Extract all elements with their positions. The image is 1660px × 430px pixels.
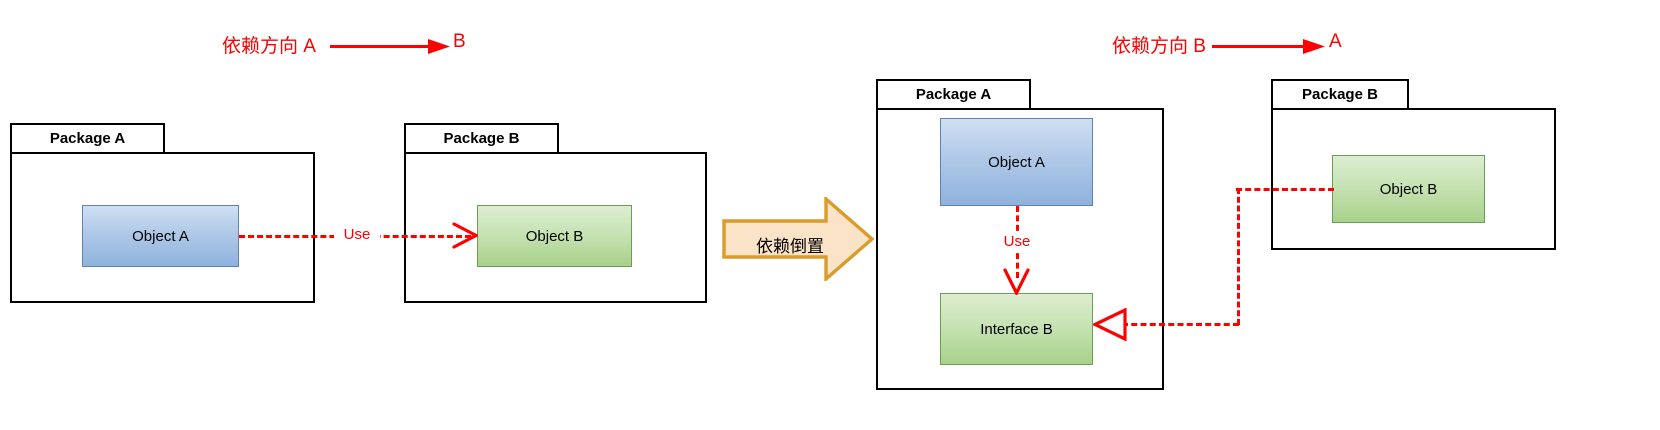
left-direction-arrow-line <box>330 45 435 48</box>
dependency-inversion-text: 依赖倒置 <box>756 236 824 256</box>
right-package-b-tab: Package B <box>1271 79 1409 110</box>
left-use-dependency-text: Use <box>343 226 371 243</box>
right-object-b-label: Object B <box>1379 180 1438 198</box>
left-direction-arrowhead <box>428 36 450 57</box>
right-use-dependency-arrowhead <box>1003 268 1030 297</box>
right-dependency-direction-text: 依赖方向 B <box>1112 36 1206 57</box>
left-package-b-tab: Package B <box>404 123 559 154</box>
dependency-inversion-label: 依赖倒置 <box>742 229 838 259</box>
left-object-b-label: Object B <box>525 227 584 245</box>
right-package-b-tab-label: Package B <box>1302 86 1378 103</box>
right-interface-b-box: Interface B <box>940 293 1093 365</box>
right-direction-arrowhead <box>1303 36 1325 57</box>
left-dependency-direction-text: 依赖方向 A <box>222 36 316 57</box>
right-realization-line-top <box>1236 188 1334 191</box>
dependency-inversion-block-arrow: 依赖倒置 <box>722 195 875 283</box>
left-dependency-direction-label: 依赖方向 A <box>222 31 316 58</box>
left-object-a-box: Object A <box>82 205 239 267</box>
right-dependency-direction-label: 依赖方向 B <box>1112 31 1206 58</box>
right-realization-line-bottom <box>1122 323 1239 326</box>
right-package-a-tab: Package A <box>876 79 1031 110</box>
right-direction-target-text: A <box>1329 31 1342 52</box>
left-package-a-tab: Package A <box>10 123 165 154</box>
left-use-dependency-arrowhead <box>452 222 480 249</box>
left-direction-target-text: B <box>453 31 466 52</box>
right-direction-arrow-line <box>1212 45 1310 48</box>
right-object-b-box: Object B <box>1332 155 1485 223</box>
right-package-a-tab-label: Package A <box>915 86 992 103</box>
right-direction-target-label: A <box>1329 31 1342 53</box>
right-interface-b-label: Interface B <box>980 320 1053 338</box>
left-object-b-box: Object B <box>477 205 632 267</box>
right-object-a-box: Object A <box>940 118 1093 206</box>
left-use-dependency-label: Use <box>334 225 380 245</box>
left-package-a-tab-label: Package A <box>49 130 126 147</box>
left-direction-target-label: B <box>453 31 466 53</box>
left-object-a-label: Object A <box>132 227 189 245</box>
right-realization-line-vertical <box>1237 188 1240 325</box>
right-use-dependency-label: Use <box>995 232 1039 252</box>
right-object-a-label: Object A <box>988 153 1045 171</box>
right-use-dependency-text: Use <box>1003 233 1031 250</box>
left-package-b-tab-label: Package B <box>443 130 520 147</box>
right-realization-arrowhead <box>1091 307 1127 342</box>
